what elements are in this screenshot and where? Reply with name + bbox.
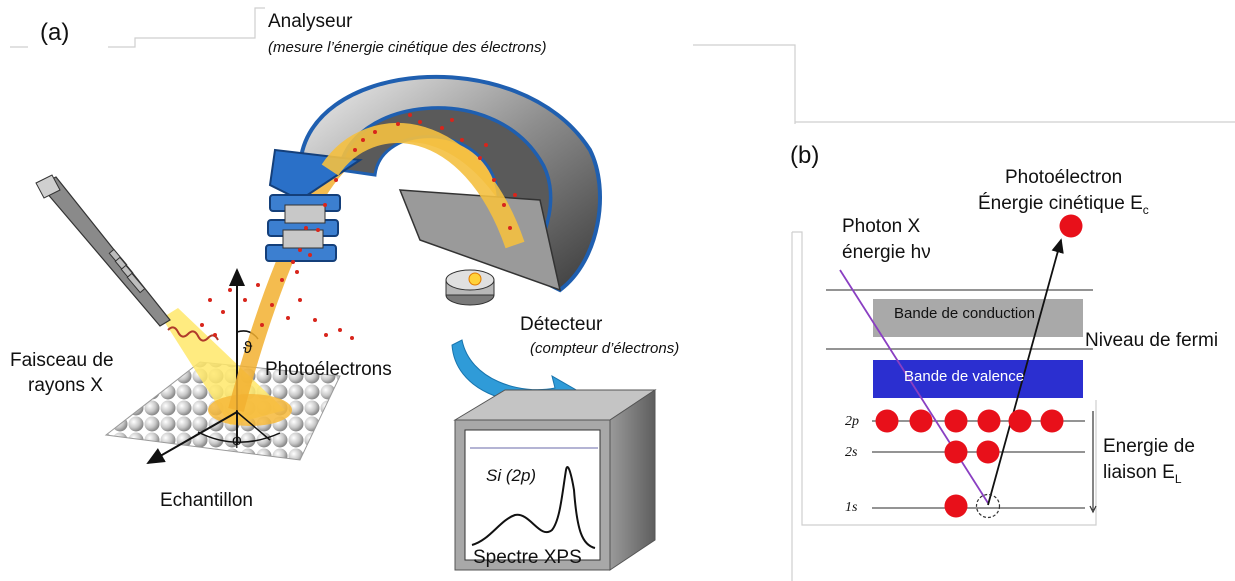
conduction-band-label: Bande de conduction bbox=[894, 305, 1035, 322]
vacancy-1s bbox=[975, 493, 1001, 519]
xray-wave-icon bbox=[167, 326, 219, 342]
xray-gun bbox=[35, 174, 171, 327]
spectrum-label: Spectre XPS bbox=[473, 547, 582, 568]
binding-energy-subscript: L bbox=[1174, 471, 1182, 486]
detector-subtitle: (compteur d’électrons) bbox=[530, 340, 680, 357]
beam-spot bbox=[208, 394, 292, 426]
binding-energy-line1: Energie de bbox=[1103, 436, 1195, 457]
fermi-level-label: Niveau de fermi bbox=[1085, 330, 1219, 351]
electron-1s bbox=[944, 494, 968, 518]
conduction-band bbox=[873, 299, 1083, 337]
xray-label-line1: Faisceau de bbox=[10, 350, 114, 371]
level-1s-label: 1s bbox=[845, 500, 858, 515]
analyzer-title: Analyseur bbox=[268, 11, 353, 32]
xray-label-line2: rayons X bbox=[28, 375, 103, 396]
photon-ray bbox=[839, 269, 989, 504]
binding-energy-line2: liaison EL bbox=[1103, 462, 1182, 486]
valence-band-label: Bande de valence bbox=[904, 368, 1025, 385]
detector-title: Détecteur bbox=[520, 314, 603, 335]
analyzer-subtitle: (mesure l’énergie cinétique des électron… bbox=[268, 39, 547, 56]
sample-label: Echantillon bbox=[160, 490, 253, 511]
level-2s-label: 2s bbox=[845, 445, 858, 460]
detector bbox=[445, 269, 495, 306]
panel-b-tag: (b) bbox=[790, 142, 820, 169]
binding-energy-brace bbox=[1089, 411, 1097, 514]
phi-symbol: φ bbox=[232, 432, 242, 449]
spectrum-curve bbox=[471, 466, 596, 549]
level-2p-label: 2p bbox=[845, 414, 859, 429]
kinetic-energy-subscript: c bbox=[1142, 202, 1149, 217]
photoelectron-dots bbox=[200, 113, 517, 340]
spectrum-inner-label: Si (2p) bbox=[486, 466, 537, 485]
photoelectron-arrow bbox=[987, 238, 1064, 506]
photoelectrons-label: Photoélectrons bbox=[265, 359, 392, 380]
detector-spark-icon bbox=[468, 272, 482, 286]
photoelectron-label-line1: Photoélectron bbox=[1005, 167, 1123, 188]
photoelectron-label-line2: Énergie cinétique Ec bbox=[978, 193, 1149, 217]
ejected-photoelectron bbox=[1059, 214, 1083, 238]
valence-band bbox=[873, 360, 1083, 398]
electrons-2s bbox=[944, 440, 1000, 464]
spectrum-monitor bbox=[453, 389, 657, 571]
panel-a-tag: (a) bbox=[40, 19, 70, 46]
photon-label-line1: Photon X bbox=[842, 216, 921, 237]
theta-symbol: ϑ bbox=[243, 338, 253, 357]
photon-label-line2: énergie hν bbox=[842, 242, 931, 263]
electrons-2p bbox=[875, 409, 1064, 433]
frame-lines bbox=[10, 7, 1235, 581]
analyzer bbox=[265, 74, 602, 293]
